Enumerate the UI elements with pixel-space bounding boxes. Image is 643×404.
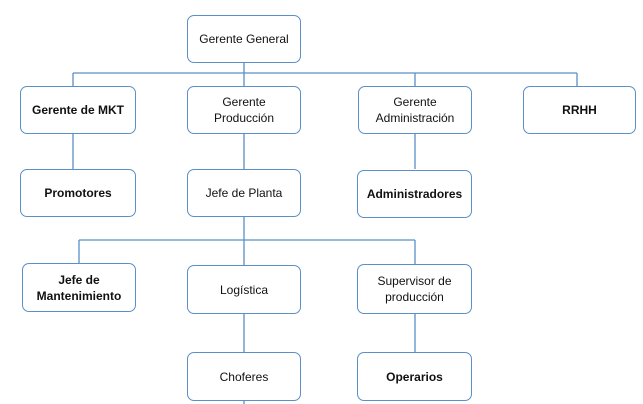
node-label: Gerente de MKT xyxy=(31,103,124,117)
node-gerente-produccion: Gerente Producción xyxy=(187,86,301,134)
node-gerente-general: Gerente General xyxy=(187,15,301,63)
node-rrhh: RRHH xyxy=(523,86,636,134)
node-jefe-mantenimiento: Jefe de Mantenimiento xyxy=(22,263,136,312)
node-administradores: Administradores xyxy=(357,170,472,218)
node-label: Jefe de Mantenimiento xyxy=(36,272,122,303)
node-label: Jefe de Planta xyxy=(205,186,283,200)
node-label: Administradores xyxy=(366,187,463,201)
node-operarios: Operarios xyxy=(357,352,472,401)
node-choferes: Choferes xyxy=(187,352,301,401)
node-label: Promotores xyxy=(44,186,112,200)
node-label: Gerente Administración xyxy=(375,95,455,125)
node-label: Supervisor de producción xyxy=(377,274,452,304)
node-gerente-mkt: Gerente de MKT xyxy=(20,86,136,134)
node-label: Choferes xyxy=(219,369,269,384)
node-gerente-administracion: Gerente Administración xyxy=(358,86,472,134)
node-label: Gerente Producción xyxy=(213,95,275,125)
node-label: RRHH xyxy=(562,103,597,117)
node-logistica: Logística xyxy=(187,265,301,314)
node-jefe-planta: Jefe de Planta xyxy=(187,169,301,217)
node-label: Operarios xyxy=(386,369,443,384)
node-label: Gerente General xyxy=(199,32,289,46)
node-supervisor-produccion: Supervisor de producción xyxy=(357,264,472,314)
node-promotores: Promotores xyxy=(20,169,136,217)
node-label: Logística xyxy=(219,282,269,297)
